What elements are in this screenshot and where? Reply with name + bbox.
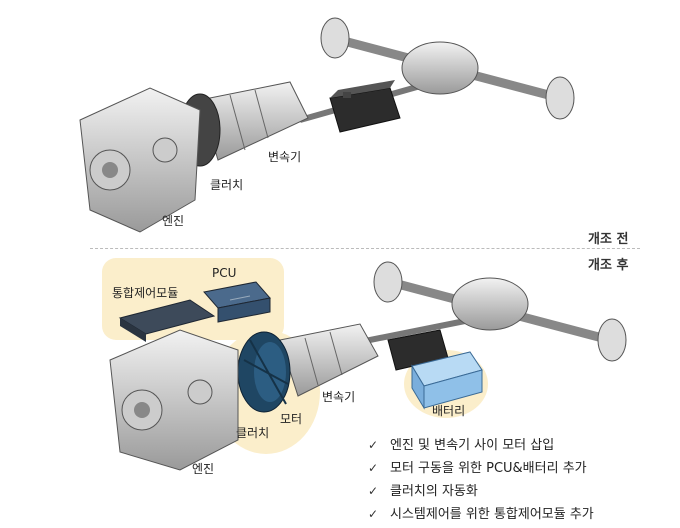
bottom-clutch-label: 클러치	[236, 426, 270, 440]
top-transmission-label: 변속기	[268, 150, 302, 164]
top-transmission	[199, 81, 309, 161]
pcu-label: PCU	[212, 266, 237, 280]
check-icon: ✓	[368, 461, 379, 475]
top-engine	[79, 87, 201, 233]
bottom-engine-label: 엔진	[192, 462, 215, 476]
section-before-label: 개조 전	[588, 232, 629, 247]
change-item: ✓시스템제어를 위한 통합제어모듈 추가	[368, 503, 594, 526]
change-item: ✓모터 구동을 위한 PCU&배터리 추가	[368, 457, 594, 480]
motor-label: 모터	[280, 412, 303, 426]
motor	[237, 331, 291, 413]
top-clutch-label: 클러치	[210, 178, 244, 192]
top-rear-axle	[320, 17, 575, 120]
bottom-rear-axle	[373, 261, 627, 362]
top-battery	[329, 80, 401, 133]
bottom-transmission-label: 변속기	[322, 390, 356, 404]
new-battery	[411, 351, 483, 410]
change-item: ✓클러치의 자동화	[368, 480, 594, 503]
pcu-unit	[203, 281, 271, 323]
section-after-label: 개조 후	[588, 258, 629, 273]
battery-label: 배터리	[432, 404, 466, 418]
top-engine-label: 엔진	[162, 214, 185, 228]
control-module-label: 통합제어모듈	[112, 286, 179, 300]
check-icon: ✓	[368, 507, 379, 521]
check-icon: ✓	[368, 484, 379, 498]
bottom-assembly	[102, 258, 627, 471]
change-item: ✓엔진 및 변속기 사이 모터 삽입	[368, 434, 594, 457]
top-assembly	[79, 17, 575, 233]
check-icon: ✓	[368, 438, 379, 452]
change-list: ✓엔진 및 변속기 사이 모터 삽입 ✓모터 구동을 위한 PCU&배터리 추가…	[368, 434, 594, 526]
integrated-control-module	[118, 299, 216, 342]
bottom-engine	[109, 329, 239, 471]
bottom-transmission	[279, 323, 379, 397]
section-divider	[90, 248, 640, 249]
